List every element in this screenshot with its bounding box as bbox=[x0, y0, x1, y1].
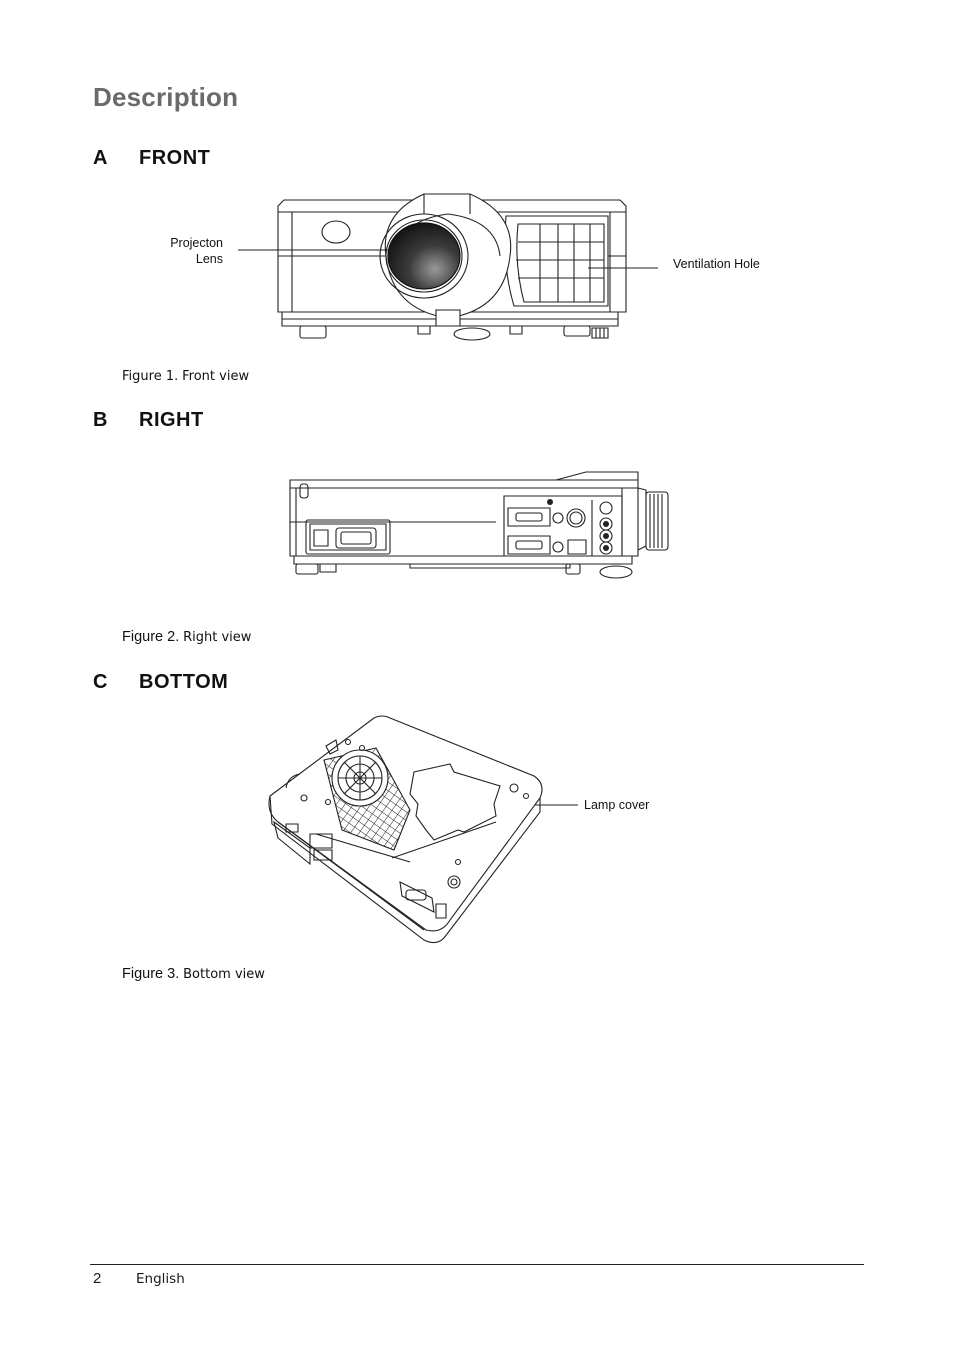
page-title: Description bbox=[93, 82, 239, 112]
figure-2-caption: Figure 2. Right view bbox=[122, 628, 251, 645]
figure-3-caption: Figure 3. Bottom view bbox=[122, 965, 265, 982]
front-view-illustration bbox=[274, 194, 630, 346]
lamp-cover-label: Lamp cover bbox=[584, 798, 650, 812]
figure-1-number: Figure 1. bbox=[122, 369, 179, 384]
page-number: 2 bbox=[93, 1270, 102, 1287]
footer-language: English bbox=[136, 1271, 185, 1287]
bottom-view-illustration bbox=[264, 712, 554, 948]
footer-rule bbox=[90, 1264, 864, 1265]
figure-1-text: Front view bbox=[182, 369, 250, 384]
figure-2-text: Right view bbox=[183, 630, 252, 645]
section-b-heading: RIGHT bbox=[139, 409, 204, 431]
figure-3-number: Figure 3. bbox=[122, 966, 180, 982]
figure-1-caption: Figure 1. Front view bbox=[122, 367, 249, 384]
ventilation-hole-label: Ventilation Hole bbox=[673, 257, 760, 271]
section-c-heading: BOTTOM bbox=[139, 671, 229, 693]
right-view-illustration bbox=[286, 468, 672, 584]
projection-lens-label: Projecton Lens bbox=[150, 235, 223, 267]
figure-2-number: Figure 2. bbox=[122, 629, 180, 645]
figure-3-text: Bottom view bbox=[183, 967, 265, 982]
projection-lens-label-line1: Projecton bbox=[170, 236, 223, 250]
projection-lens-label-line2: Lens bbox=[195, 252, 223, 266]
section-a-heading: FRONT bbox=[139, 147, 211, 169]
section-b-letter: B bbox=[93, 409, 108, 431]
section-c-letter: C bbox=[93, 671, 108, 693]
section-a-letter: A bbox=[93, 147, 108, 169]
